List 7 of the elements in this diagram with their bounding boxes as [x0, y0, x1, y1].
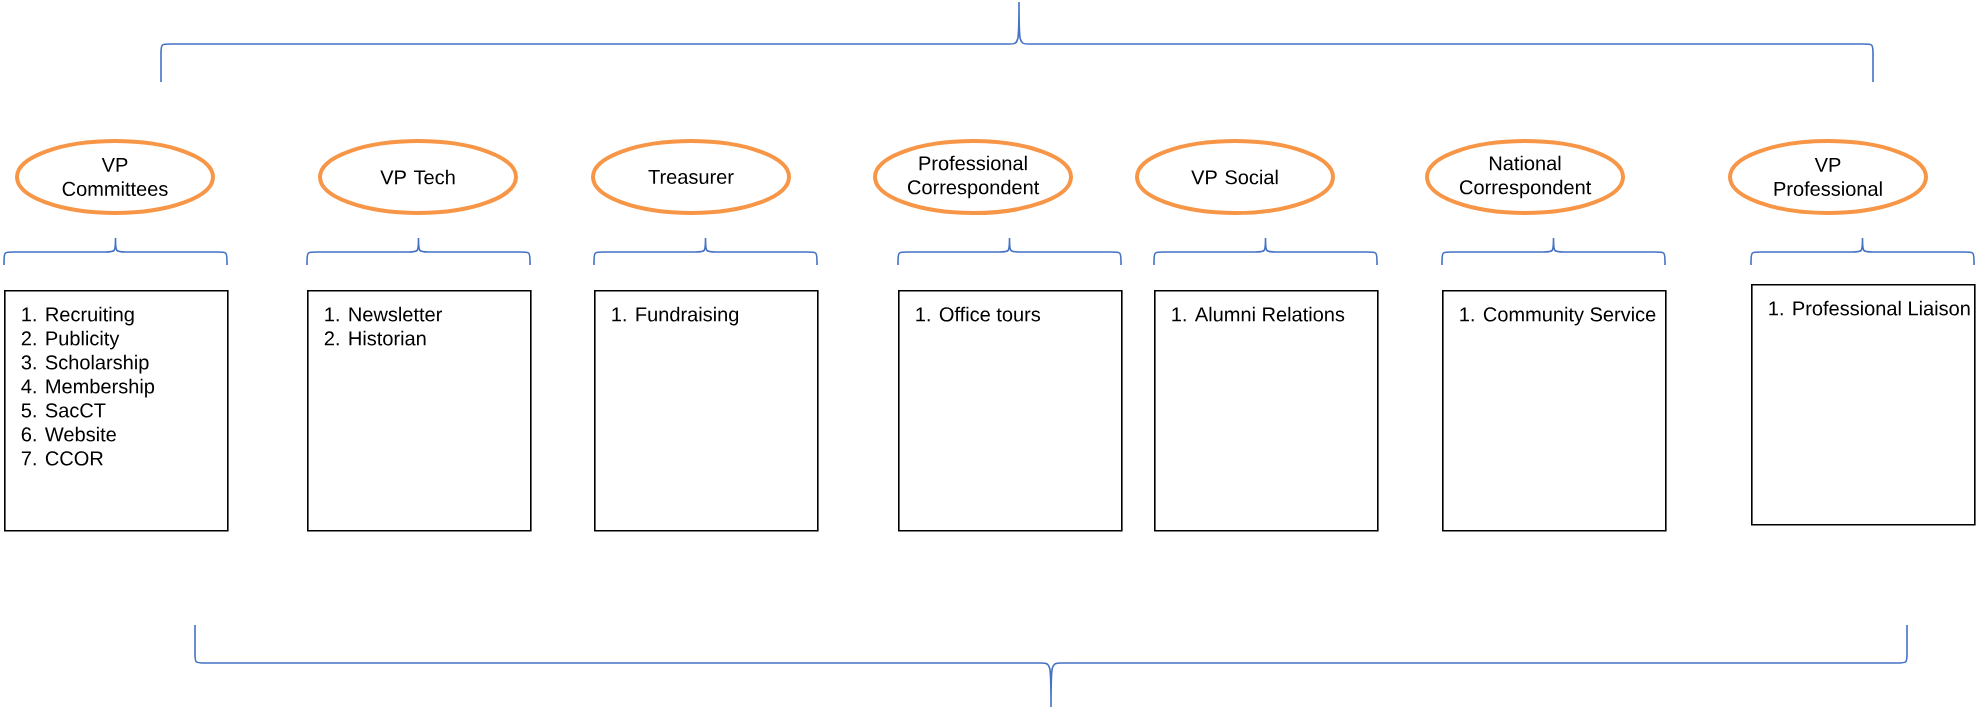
task-list-box: 1. Alumni Relations [1154, 290, 1379, 532]
task-list-box: 1. Newsletter 2. Historian [307, 290, 532, 532]
task-list-box: 1. Recruiting 2. Publicity 3. Scholarship 4. Membership 5. SacCT 6. Website 7. CCOR [4, 290, 229, 532]
task-list-box: 1. Professional Liaison [1751, 284, 1976, 526]
task-list-box: 1. Community Service [1442, 290, 1667, 532]
task-list-box: 1. Office tours [898, 290, 1123, 532]
task-list-box: 1. Fundraising [594, 290, 819, 532]
